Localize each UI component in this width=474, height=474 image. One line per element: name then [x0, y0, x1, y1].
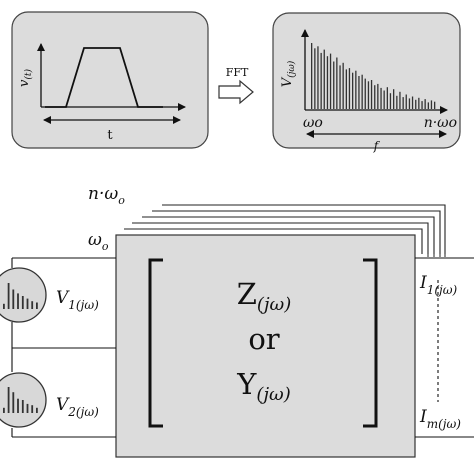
spectrum-bars: [311, 43, 436, 109]
spectrum-bar-40: [434, 101, 436, 109]
spectrum-bar-23: [380, 87, 382, 109]
source-1-circle: [0, 267, 47, 323]
spectrum-bar-9: [336, 57, 338, 109]
spectrum-bar-11: [342, 62, 344, 109]
fft-arrow-icon: [218, 79, 254, 105]
spectrum-bar-5: [323, 49, 325, 109]
spectrum-bar-8: [333, 61, 335, 109]
spectrum-bar-6: [326, 56, 329, 109]
current-m-label: Im(jω): [419, 407, 461, 431]
spectrum-bar-39: [430, 100, 433, 109]
source-1-bar-5: [21, 296, 24, 309]
matrix-y-label: Y(jω): [236, 367, 290, 405]
current-1-label: I1(jω): [419, 273, 458, 297]
trapezoid-waveform: [45, 47, 163, 108]
spectrum-bar-29: [399, 91, 401, 109]
freq-y-label: V(jω): [280, 60, 297, 87]
fundamental-label: ωo: [88, 230, 109, 253]
freq-end-label: n·ωo: [424, 115, 457, 131]
left-bracket: [148, 258, 163, 428]
top-harmonic-label: n·ωo: [88, 184, 125, 207]
spectrum-bar-14: [352, 72, 354, 109]
sheet-outline-2: [132, 222, 429, 254]
spectrum-bar-37: [424, 99, 426, 109]
spectrum-bar-36: [421, 101, 423, 109]
network-stack: n·ωo ωo Z(jω) or Y(jω) V1(jω) V2(jω): [0, 184, 474, 458]
freq-x-label: f: [373, 139, 381, 153]
time-y-label: v(t): [17, 69, 34, 87]
right-bracket: [363, 258, 378, 428]
spectrum-bar-30: [402, 97, 404, 109]
source-2-bar-3: [12, 392, 15, 413]
freq-start-label: ωo: [303, 115, 323, 131]
spectrum-bar-22: [377, 83, 379, 109]
spectrum-bar-24: [383, 90, 385, 109]
fft-label: FFT: [226, 66, 249, 79]
source-1-bar-8: [36, 302, 38, 309]
source-1-bar-4: [17, 293, 19, 309]
spectrum-bar-25: [386, 87, 388, 109]
spectrum-bar-20: [370, 80, 373, 109]
spectrum-bar-21: [374, 85, 376, 109]
spectrum-bar-26: [389, 93, 392, 109]
spectrum-bar-27: [393, 89, 395, 109]
source-2-bar-1: [3, 407, 5, 413]
spectrum-bar-31: [405, 94, 407, 109]
spectrum-bar-4: [320, 52, 322, 109]
time-x-label: t: [107, 128, 113, 143]
sheet-outline-5: [162, 204, 446, 254]
spectrum-bar-28: [396, 95, 398, 109]
source-2-bar-7: [31, 405, 34, 413]
spectrum-bar-18: [364, 78, 366, 109]
sheet-outline-3: [142, 216, 435, 254]
source-2-label: V2(jω): [56, 395, 99, 419]
source-2-bar-5: [21, 400, 24, 413]
source-1-label: V1(jω): [56, 288, 99, 312]
source-2-spectrum: [3, 387, 38, 413]
source-1-bar-7: [31, 301, 34, 309]
fft-arrow-group: FFT: [218, 66, 254, 105]
spectrum-bar-34: [415, 99, 417, 109]
spectrum-bar-19: [367, 81, 370, 109]
source-2-bar-4: [17, 398, 19, 413]
frequency-domain-panel: V(jω) ωo n·ωo f: [272, 12, 461, 153]
matrix-z-label: Z(jω): [237, 277, 291, 315]
source-1-spectrum: [3, 283, 38, 309]
spectrum-bar-32: [408, 98, 411, 109]
source-2-bar-8: [36, 407, 38, 413]
freq-panel-background: [272, 12, 461, 149]
spectrum-bar-15: [355, 70, 357, 109]
spectrum-bar-13: [348, 68, 351, 109]
voltage-source-1: V1(jω): [0, 267, 99, 323]
spectrum-bar-10: [339, 65, 341, 109]
spectrum-bar-38: [427, 102, 429, 109]
time-domain-panel: v(t) t: [11, 11, 209, 149]
spectrum-bar-12: [345, 69, 347, 109]
voltage-source-2: V2(jω): [0, 372, 99, 428]
spectrum-bar-33: [411, 96, 414, 109]
spectrum-bar-1: [311, 43, 313, 109]
time-panel-background: [11, 11, 209, 149]
source-1-bar-2: [7, 283, 10, 309]
sheet-outline-1: [124, 228, 423, 254]
source-2-bar-2: [7, 387, 10, 413]
spectrum-bar-16: [358, 76, 360, 109]
matrix-sheet: [115, 234, 416, 458]
source-2-bar-6: [26, 403, 29, 413]
spectrum-bar-3: [317, 46, 319, 109]
spectrum-bar-35: [418, 97, 420, 109]
matrix-or-label: or: [248, 322, 279, 356]
spectrum-bar-17: [361, 74, 363, 109]
source-1-bar-1: [3, 303, 5, 309]
spectrum-bar-2: [314, 48, 316, 109]
spectrum-bar-7: [329, 53, 332, 109]
source-1-bar-3: [12, 289, 15, 309]
sheet-outline-4: [152, 210, 441, 254]
source-1-bar-6: [26, 298, 29, 309]
